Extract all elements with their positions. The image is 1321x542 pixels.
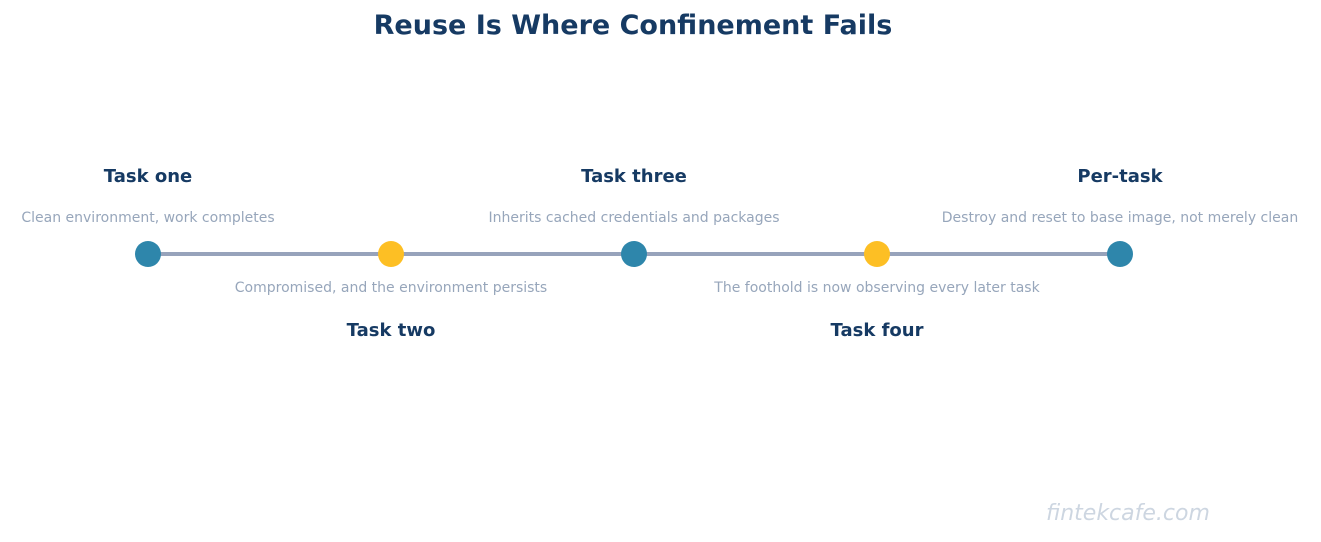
page-title: Reuse Is Where Confinement Fails (373, 10, 893, 41)
watermark: fintekcafe.com (1046, 501, 1210, 526)
step-description: Compromised, and the environment persist… (234, 280, 548, 296)
timeline-node (1107, 241, 1133, 267)
step-description: Destroy and reset to base image, not mer… (941, 210, 1299, 226)
step-description: Clean environment, work completes (21, 210, 275, 226)
step-description: The foothold is now observing every late… (714, 280, 1040, 296)
timeline-node (621, 241, 647, 267)
step-label: Task four (830, 320, 924, 341)
step-label: Task one (103, 166, 193, 187)
timeline-node (135, 241, 161, 267)
step-description: Inherits cached credentials and packages (488, 210, 780, 226)
timeline-node (864, 241, 890, 267)
step-label: Task three (581, 166, 687, 187)
step-label: Per-task (1077, 166, 1163, 187)
step-label: Task two (346, 320, 436, 341)
timeline-node (378, 241, 404, 267)
timeline-nodes (135, 241, 1133, 267)
